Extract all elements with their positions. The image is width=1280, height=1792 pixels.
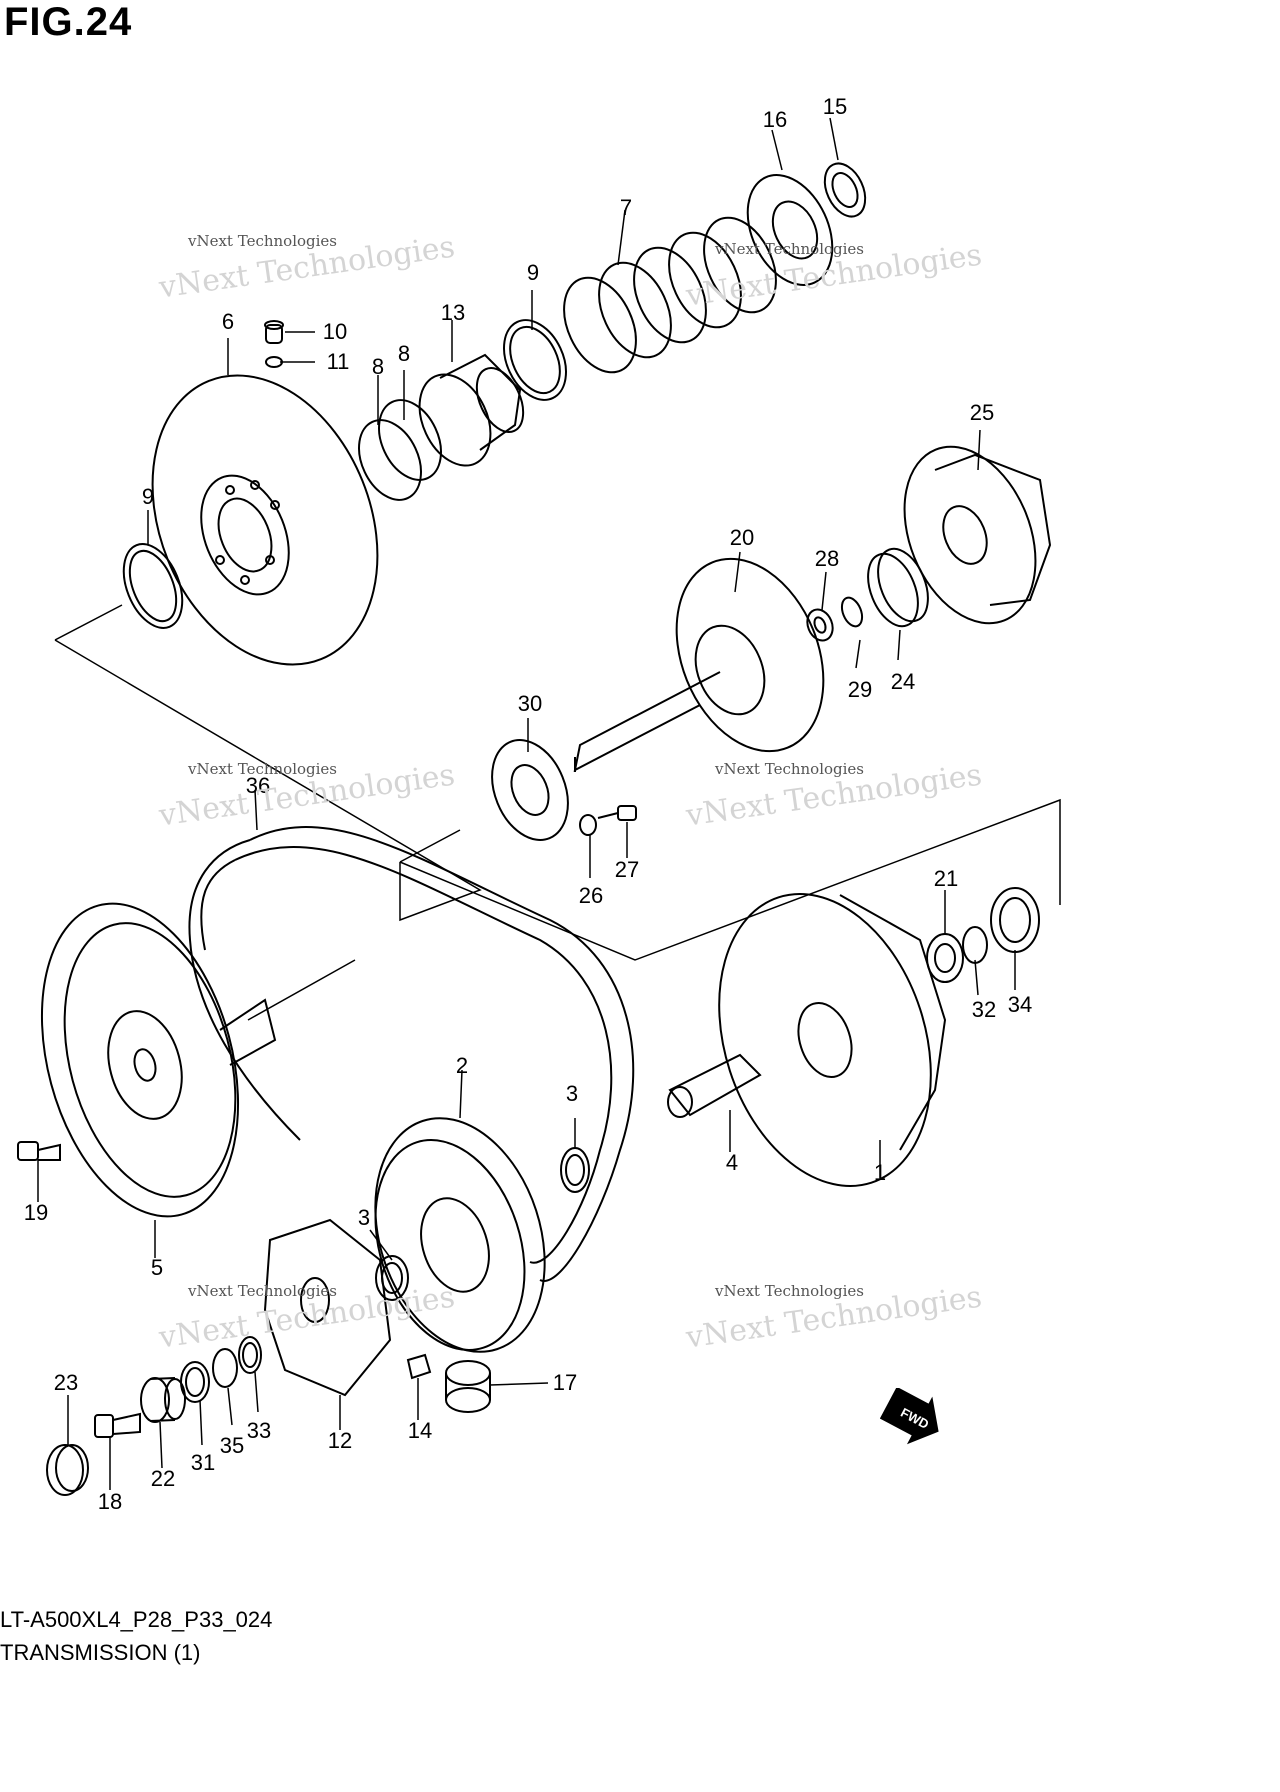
watermark-text: vNext Technologies: [715, 240, 865, 258]
callout-31: 31: [190, 1450, 216, 1475]
o-rings-8: [358, 399, 442, 501]
callout-7: 7: [619, 195, 633, 220]
watermark-top-right: vNext Technologies vNext Technologies: [684, 237, 984, 313]
bushing-17: [445, 1360, 491, 1413]
callout-29: 29: [847, 677, 873, 702]
callout-36: 36: [245, 773, 271, 798]
callout-19: 19: [23, 1200, 49, 1225]
callout-24: 24: [890, 669, 916, 694]
seal-ring-9-left: [122, 543, 184, 629]
callout-8-left: 8: [371, 354, 385, 379]
washer-26: [579, 814, 597, 836]
callout-3-lower: 3: [357, 1205, 371, 1230]
fixed-driven-face-5: [40, 902, 277, 1218]
callout-30: 30: [517, 691, 543, 716]
washer-29: [840, 596, 864, 628]
slide-pin-10: [264, 320, 284, 344]
callout-35: 35: [219, 1433, 245, 1458]
bearing-30: [491, 739, 569, 841]
callout-20: 20: [729, 525, 755, 550]
watermark-bottom-right: vNext Technologies vNext Technologies: [684, 1279, 984, 1355]
ramp-plate-12: [263, 1218, 392, 1397]
figure-title: FIG.24: [4, 0, 133, 44]
callout-8-right: 8: [397, 341, 411, 366]
diagram-name: TRANSMISSION (1): [0, 1640, 201, 1665]
callout-11: 11: [326, 349, 350, 374]
callout-27: 27: [614, 857, 640, 882]
callout-21: 21: [933, 866, 959, 891]
collar-33: [238, 1336, 262, 1374]
callout-14: 14: [407, 1418, 433, 1443]
washer-35: [212, 1348, 238, 1388]
bolt-18: [94, 1412, 141, 1438]
watermark-text: vNext Technologies: [188, 232, 338, 250]
drive-belt-36: [188, 826, 635, 1282]
callout-34: 34: [1007, 992, 1033, 1017]
seal-ring-9-top: [503, 319, 567, 401]
bearing-21: [926, 933, 964, 983]
callout-15: 15: [822, 94, 848, 119]
callout-25: 25: [969, 400, 995, 425]
screw-27: [597, 805, 637, 821]
seal-34: [990, 887, 1040, 953]
callout-3-upper: 3: [565, 1081, 579, 1106]
watermark-text: vNext Technologies: [715, 760, 865, 778]
leader-lines: [37, 117, 1016, 1490]
callout-13: 13: [440, 300, 466, 325]
watermark-mid-left: vNext Technologies vNext Technologies: [157, 757, 457, 833]
callout-17: 17: [552, 1370, 578, 1395]
fwd-arrow-icon: FWD: [880, 1388, 939, 1445]
clutch-spring-7: [563, 216, 777, 374]
one-way-clutch-24: [867, 547, 929, 628]
callout-16: 16: [762, 107, 788, 132]
cap-23: [46, 1444, 89, 1496]
seal-3-upper: [560, 1147, 590, 1193]
clutch-housing-25: [903, 445, 1052, 625]
o-ring-11: [265, 356, 283, 368]
watermark-text: vNext Technologies: [188, 1282, 338, 1300]
callout-33: 33: [246, 1418, 272, 1443]
fixed-drive-face-1: [718, 893, 947, 1187]
callout-23: 23: [53, 1370, 79, 1395]
diagram-code: LT-A500XL4_P28_P33_024: [0, 1607, 273, 1632]
ring-32: [962, 926, 988, 964]
watermark-mid-right: vNext Technologies vNext Technologies: [684, 757, 984, 833]
callout-1: 1: [873, 1160, 887, 1185]
spring-seat-16: [746, 174, 834, 286]
callout-22: 22: [150, 1466, 176, 1491]
watermark-text: vNext Technologies: [188, 760, 338, 778]
callout-6: 6: [221, 309, 235, 334]
driven-shaft-20: [573, 557, 825, 772]
slider-14: [406, 1353, 432, 1380]
bushing-22: [140, 1377, 186, 1423]
callout-32: 32: [971, 997, 997, 1022]
callout-5: 5: [150, 1255, 164, 1280]
callout-9-left: 9: [141, 484, 155, 509]
callout-10: 10: [322, 319, 348, 344]
callout-2: 2: [455, 1053, 469, 1078]
callout-18: 18: [97, 1489, 123, 1514]
callout-28: 28: [814, 546, 840, 571]
watermark-top-left: vNext Technologies vNext Technologies: [157, 229, 457, 305]
callout-12: 12: [327, 1428, 353, 1453]
assembly-guide-lines: [54, 604, 1061, 1021]
sleeve-4: [667, 1053, 762, 1118]
bushing-28: [806, 608, 834, 642]
watermark-bottom-left: vNext Technologies vNext Technologies: [157, 1279, 457, 1355]
nut-15: [823, 162, 867, 218]
callout-4: 4: [725, 1150, 739, 1175]
movable-drive-face: [151, 374, 379, 666]
watermark-text: vNext Technologies: [715, 1282, 865, 1300]
bolt-19: [17, 1141, 61, 1161]
callout-26: 26: [578, 883, 604, 908]
callout-9-top: 9: [526, 260, 540, 285]
spacer-13: [418, 353, 525, 467]
